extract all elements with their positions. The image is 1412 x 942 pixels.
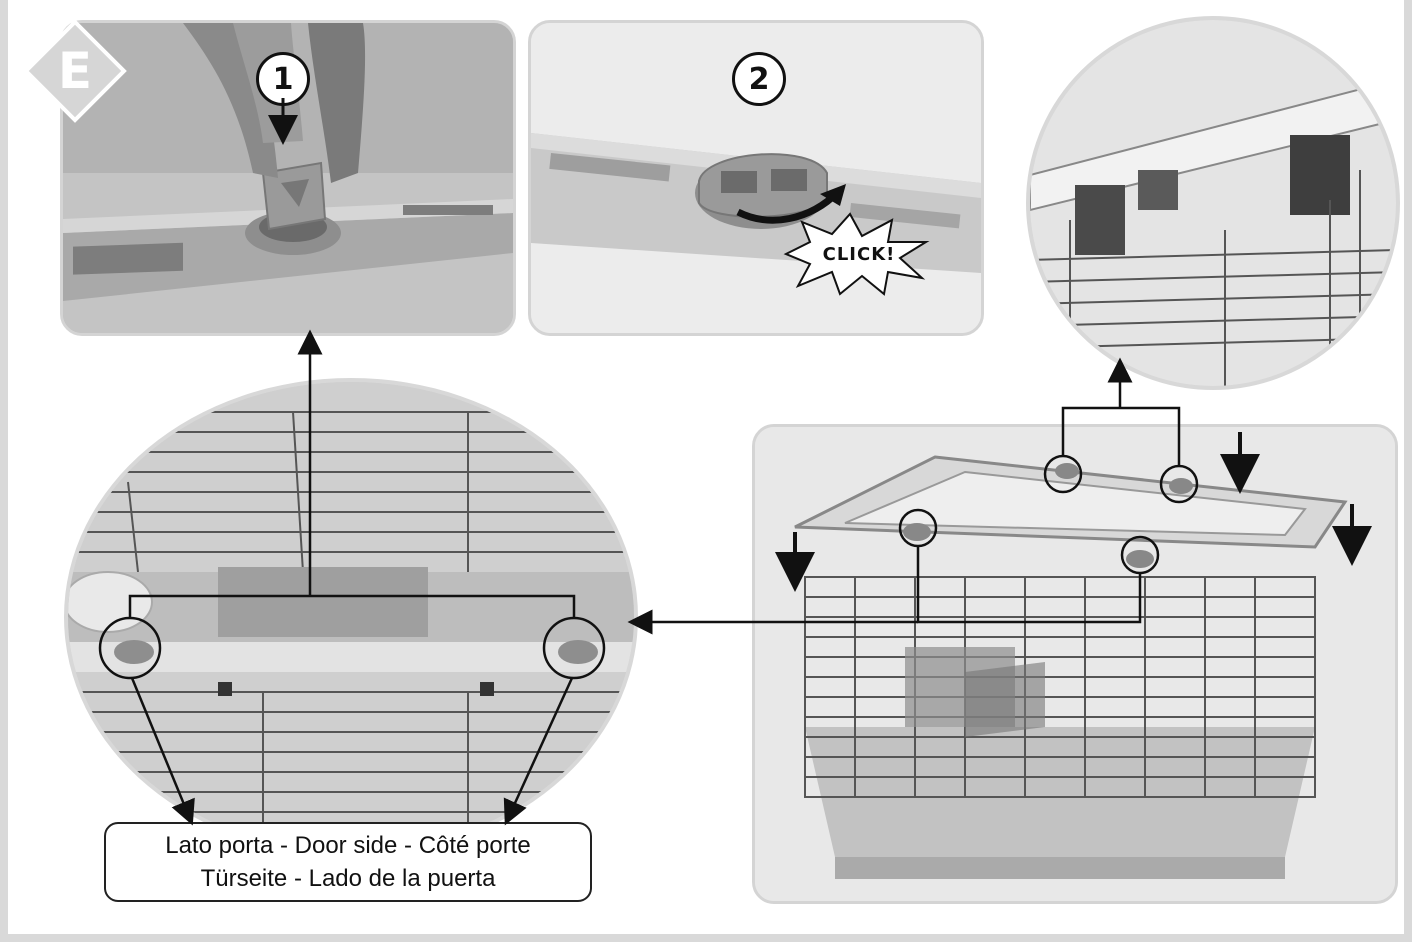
zoom-detail-top-illustration	[1030, 20, 1396, 386]
cage-illustration	[755, 427, 1395, 901]
badge-diamond-icon	[23, 19, 127, 123]
cage-photo-panel	[752, 424, 1398, 904]
zoom-detail-top	[1026, 16, 1400, 390]
caption-line-1: Lato porta - Door side - Côté porte	[165, 832, 531, 859]
step-1-number: 1	[256, 52, 310, 106]
zoom-detail-door-side-illustration	[68, 382, 634, 852]
step-2-number: 2	[732, 52, 786, 106]
section-badge: E	[22, 18, 128, 124]
caption-line-2: Türseite - Lado de la puerta	[200, 865, 496, 892]
frame-border-right	[1404, 0, 1412, 942]
click-label: CLICK!	[822, 243, 896, 265]
door-side-caption: Lato porta - Door side - Côté porte Türs…	[104, 822, 592, 902]
zoom-detail-door-side	[64, 378, 638, 856]
click-callout: CLICK!	[780, 212, 930, 296]
click-burst-icon	[783, 212, 930, 296]
frame-border-left	[0, 0, 8, 942]
section-letter: E	[57, 42, 93, 100]
frame-border-bottom	[0, 934, 1412, 942]
